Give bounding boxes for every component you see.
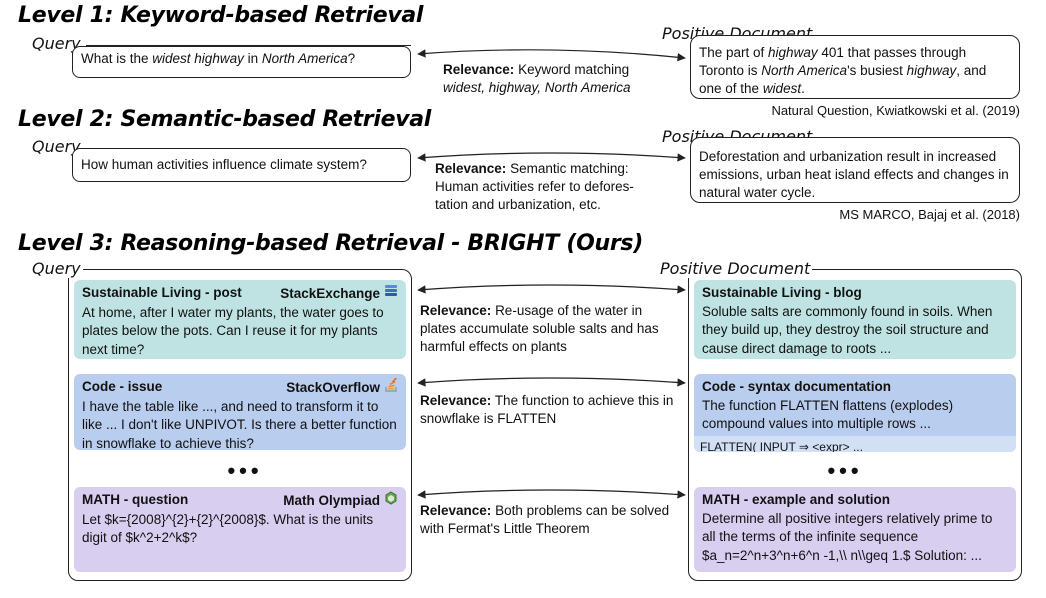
card-text: Soluble salts are commonly found in soil… xyxy=(702,303,993,356)
card-text: At home, after I water my plants, the wa… xyxy=(82,304,384,357)
relevance-text: The function to achieve this in snowflak… xyxy=(420,393,674,426)
card-title: MATH - question xyxy=(82,492,189,507)
level2-doc-text: Deforestation and urbanization result in… xyxy=(699,149,1009,200)
arrow-level1 xyxy=(417,49,686,62)
level3-doc-label: Positive Document xyxy=(658,259,813,278)
level1-query-box: What is the widest highway in North Amer… xyxy=(72,46,411,78)
level3-query-frame xyxy=(68,269,412,581)
level3-query-card-math: MATH - question Math Olympiad Let $k={20… xyxy=(74,487,406,572)
level2-doc-box: Deforestation and urbanization result in… xyxy=(690,137,1020,203)
card-title: Sustainable Living - blog xyxy=(702,285,862,300)
level3-relevance-code: Relevance: The function to achieve this … xyxy=(420,392,675,428)
relevance-text: Both problems can be solved with Fermat'… xyxy=(420,503,670,536)
level2-citation: MS MARCO, Bajaj et al. (2018) xyxy=(839,207,1020,222)
card-title: Sustainable Living - post xyxy=(82,285,242,300)
relevance-label: Relevance: xyxy=(420,303,492,318)
level1-query-label: Query xyxy=(30,34,83,53)
level3-doc-card-sustainable: Sustainable Living - blog Soluble salts … xyxy=(694,280,1016,359)
relevance-text: Re-usage of the water in plates accumula… xyxy=(420,303,659,354)
level3-query-label: Query xyxy=(30,259,83,278)
card-source: StackOverflow xyxy=(286,379,380,395)
arrow-level2 xyxy=(417,152,686,162)
card-text: Let $k={2008}^{2}+{2}^{2008}$. What is t… xyxy=(82,511,374,546)
level1-query-text: What is the widest highway in North Amer… xyxy=(81,51,356,66)
card-text: I have the table like ..., and need to t… xyxy=(82,398,397,451)
card-text: The function FLATTEN flattens (explodes)… xyxy=(702,397,954,432)
level1-doc-text: The part of highway 401 that passes thro… xyxy=(699,45,987,96)
level3-relevance-sustainable: Relevance: Re-usage of the water in plat… xyxy=(420,302,675,356)
level2-relevance: Relevance: Semantic matching:Human activ… xyxy=(435,160,680,214)
level3-relevance-math: Relevance: Both problems can be solved w… xyxy=(420,502,675,538)
card-title: MATH - example and solution xyxy=(702,492,891,507)
level2-query-text: How human activities influence climate s… xyxy=(81,157,367,172)
card-text: Determine all positive integers relative… xyxy=(702,510,993,563)
query-ellipsis: ••• xyxy=(227,458,263,483)
arrow-level3-sustainable xyxy=(417,284,686,294)
arrow-level3-math xyxy=(417,489,686,499)
stackoverflow-icon xyxy=(384,377,398,398)
level2-title: Level 2: Semantic-based Retrieval xyxy=(18,107,432,132)
arrow-level3-code xyxy=(417,377,686,387)
level2-relevance-label: Relevance: xyxy=(435,161,507,176)
code-snippet: FLATTEN( INPUT ⇒ <expr> ... xyxy=(694,435,1016,452)
doc-ellipsis: ••• xyxy=(827,458,863,483)
level3-title: Level 3: Reasoning-based Retrieval - BRI… xyxy=(18,231,643,256)
level1-title: Level 1: Keyword-based Retrieval xyxy=(18,3,424,28)
relevance-label: Relevance: xyxy=(420,503,492,518)
level2-query-label: Query xyxy=(30,137,83,156)
level3-doc-frame xyxy=(688,269,1022,581)
level1-doc-box: The part of highway 401 that passes thro… xyxy=(690,35,1020,99)
level3-query-card-code: Code - issue StackOverflow I have the ta… xyxy=(74,374,406,450)
math-olympiad-icon xyxy=(384,491,398,511)
level1-citation: Natural Question, Kwiatkowski et al. (20… xyxy=(771,103,1020,118)
level1-query-rule xyxy=(86,45,411,46)
card-title: Code - syntax documentation xyxy=(702,379,892,394)
level1-relevance-label: Relevance: xyxy=(443,62,515,77)
level3-doc-card-code: Code - syntax documentation The function… xyxy=(694,374,1016,452)
card-source: StackExchange xyxy=(280,285,380,301)
card-source: Math Olympiad xyxy=(283,492,380,508)
level2-query-box: How human activities influence climate s… xyxy=(72,148,411,182)
level2-relevance-text: Semantic matching:Human activities refer… xyxy=(435,161,634,212)
relevance-label: Relevance: xyxy=(420,393,492,408)
card-title: Code - issue xyxy=(82,379,163,394)
stackexchange-icon xyxy=(384,284,398,304)
level3-doc-card-math: MATH - example and solution Determine al… xyxy=(694,487,1016,572)
level3-query-card-sustainable: Sustainable Living - post StackExchange … xyxy=(74,280,406,359)
